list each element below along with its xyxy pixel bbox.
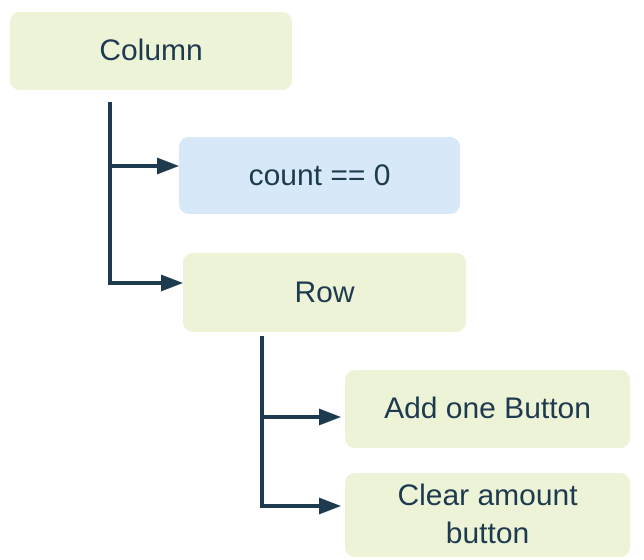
connector-column-to-condition xyxy=(110,157,179,175)
arrowhead-clear-amount-button xyxy=(319,497,341,515)
node-add-one-button: Add one Button xyxy=(345,370,630,448)
node-column: Column xyxy=(10,12,292,90)
connector-column-to-row xyxy=(108,102,183,292)
arrowhead-add-one-button xyxy=(319,408,341,426)
node-add-one-button-label: Add one Button xyxy=(384,392,591,425)
connector-row-to-clear-amount-button xyxy=(260,336,341,515)
arrowhead-row xyxy=(161,274,183,292)
node-clear-amount-button-label: Clear amount button xyxy=(397,479,578,550)
node-condition: count == 0 xyxy=(179,137,460,214)
node-clear-amount-button: Clear amount button xyxy=(345,473,630,557)
node-row-label: Row xyxy=(294,275,355,309)
node-column-label: Column xyxy=(99,34,203,67)
node-row: Row xyxy=(183,253,466,332)
connector-row-to-add-one-button xyxy=(262,408,341,426)
arrowhead-condition xyxy=(157,157,179,175)
node-condition-label: count == 0 xyxy=(248,158,391,192)
